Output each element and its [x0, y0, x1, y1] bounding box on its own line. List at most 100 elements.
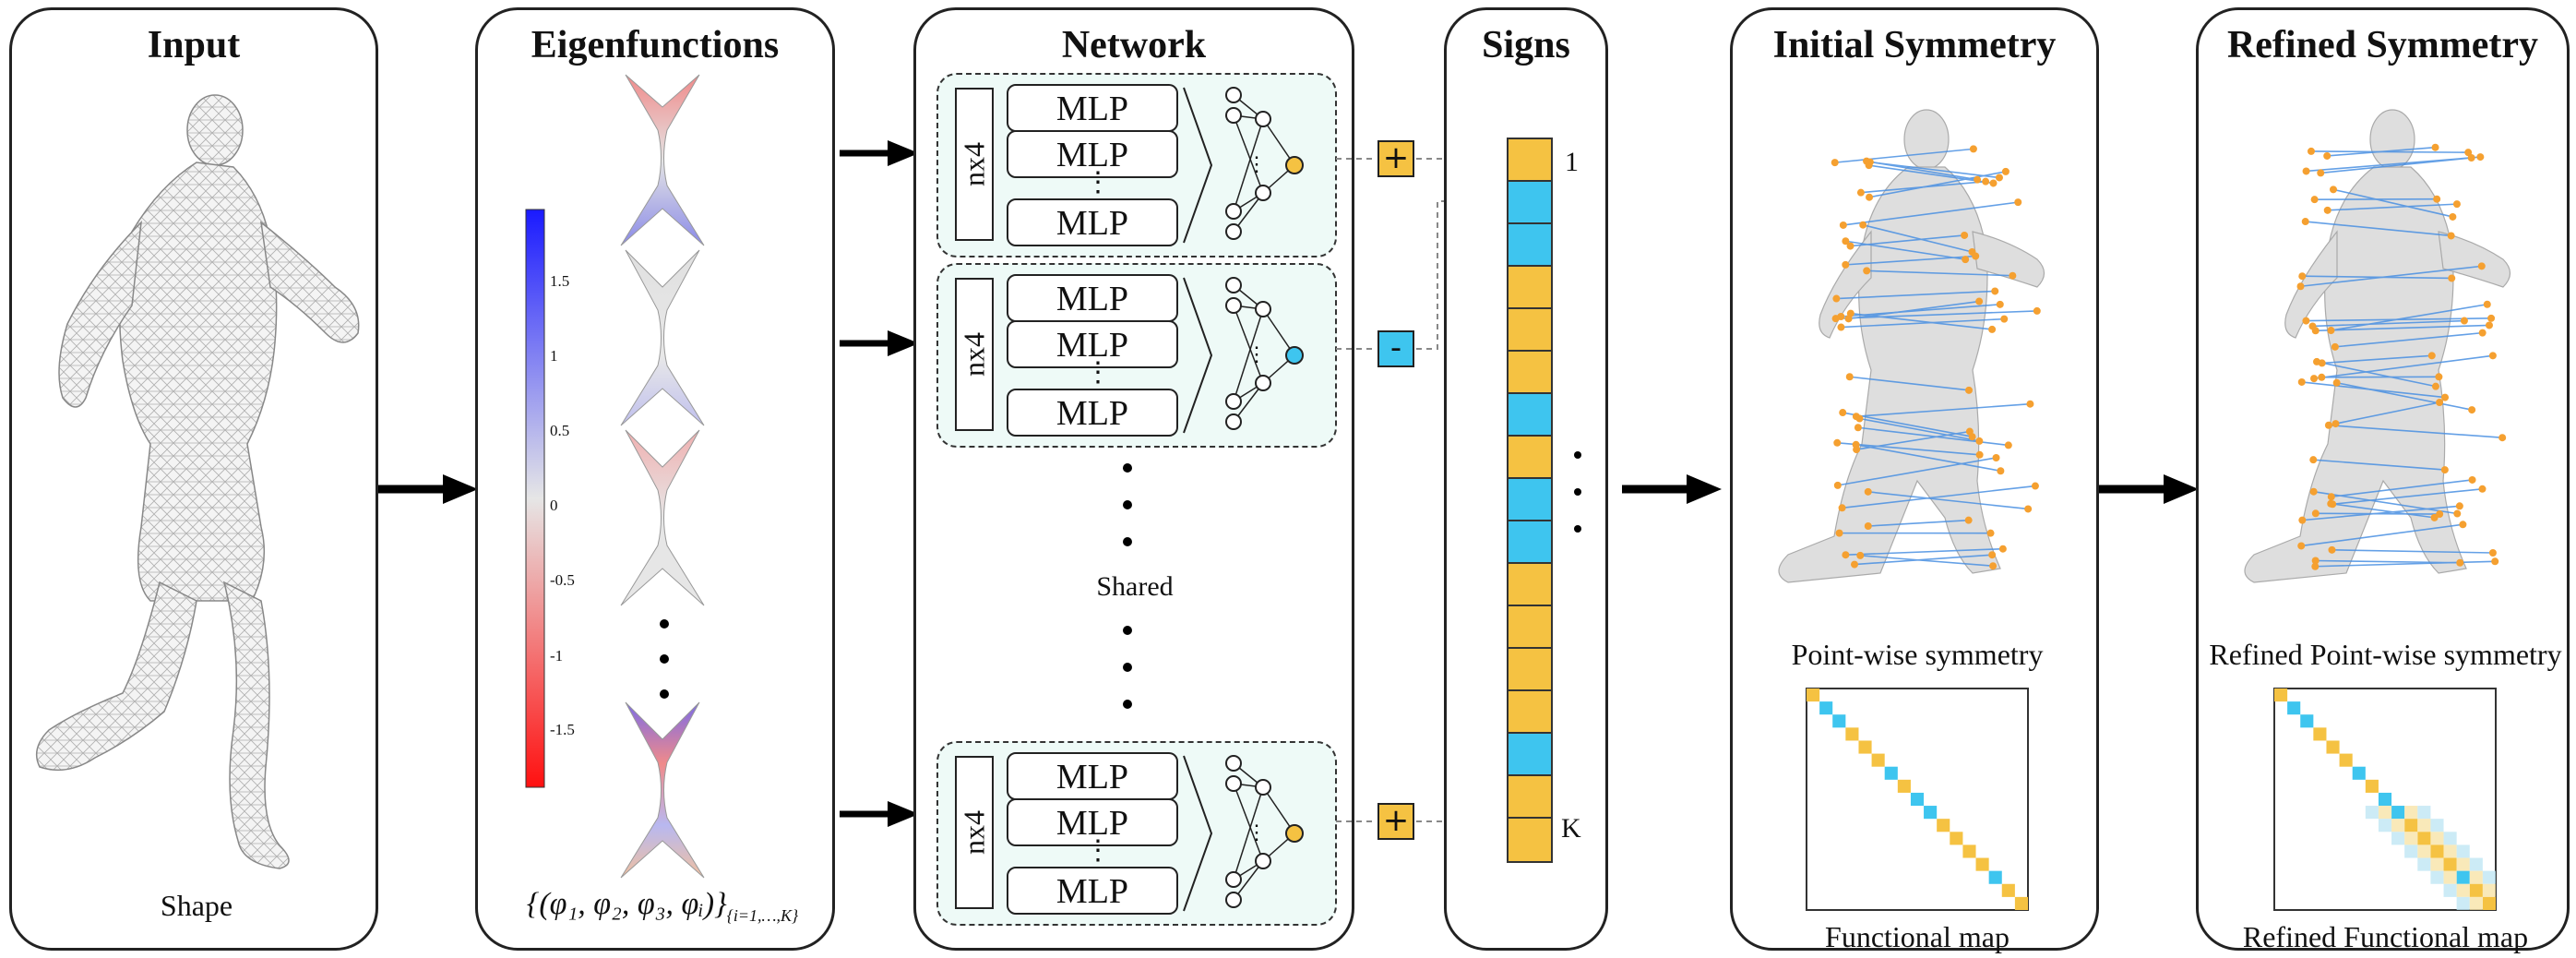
sign-cell [1509, 564, 1551, 606]
correspondence-line [1868, 164, 1994, 185]
network-panel: Network nx4 MLP MLP ⋮ MLP ⋮ [913, 7, 1354, 951]
keypoint [1856, 551, 1865, 559]
sign-cell [1509, 819, 1551, 861]
functional-map-cell [2456, 844, 2470, 858]
keypoint [2467, 153, 2475, 162]
keypoint [1866, 193, 1874, 201]
functional-map-cell [1832, 714, 1846, 728]
keypoint [1837, 323, 1845, 331]
functional-map-cell [2417, 806, 2431, 820]
keypoint [1965, 386, 1974, 394]
sign-cell [1509, 182, 1551, 224]
refined-pointwise-figure [2244, 109, 2511, 583]
keypoint [2317, 169, 2325, 177]
sign-cell [1509, 649, 1551, 691]
functional-map-cell [1962, 844, 1976, 858]
keypoint [1997, 467, 2005, 475]
keypoint [2323, 206, 2332, 214]
correspondence-line [1845, 240, 1966, 260]
correspondence-line [2305, 221, 2451, 237]
keypoint [2464, 149, 2473, 157]
human-mesh-figure [35, 94, 360, 869]
colorbar-tick-7: -1.5 [550, 721, 575, 738]
functional-map-cell [2391, 832, 2405, 845]
mlp-vdots: ⋮ [1084, 167, 1112, 198]
keypoint [2491, 557, 2499, 566]
keypoint [1995, 174, 2003, 182]
colorbar-tick-4: 0 [550, 497, 558, 514]
keypoint [1988, 325, 1997, 333]
sign-cell [1509, 776, 1551, 819]
keypoint [1992, 454, 2000, 462]
keypoint [1832, 294, 1841, 303]
keypoint [2324, 421, 2332, 429]
keypoint [1851, 560, 1859, 569]
functional-map-cell [1845, 727, 1859, 741]
keypoint [1996, 300, 2004, 308]
keypoint [1846, 242, 1854, 250]
keypoint [1969, 145, 1977, 153]
keypoint [2000, 315, 2009, 323]
keypoint [2310, 196, 2319, 204]
functional-map-cell [2300, 714, 2314, 728]
functional-map-cell [1819, 701, 1833, 715]
correspondence-line [1834, 148, 1974, 163]
functional-map-cell [2001, 883, 2015, 897]
sign-cell [1509, 267, 1551, 309]
functional-map-cell [2443, 883, 2457, 897]
eigen-formula-main: {(φ₁, φ₂, φ₃, φᵢ)} [526, 887, 727, 921]
correspondence-line [1866, 269, 2013, 277]
correspondence-line [2313, 459, 2445, 471]
functional-map-cell [1897, 779, 1911, 793]
functional-map-cell [2456, 883, 2470, 897]
functional-map-cell [2391, 819, 2405, 832]
keypoint [2298, 272, 2307, 281]
correspondence-line [2301, 381, 2446, 399]
keypoint [1838, 504, 1846, 512]
keypoint [1989, 179, 1998, 187]
functional-map-cell [2456, 896, 2470, 910]
keypoint [2488, 548, 2497, 557]
eigenfunction-shapes [620, 74, 705, 879]
keypoint [1975, 297, 1984, 305]
correspondence-line [2328, 424, 2503, 439]
correspondence-line [2331, 502, 2435, 519]
correspondence-line [2336, 381, 2473, 411]
output-neuron [1285, 156, 1304, 174]
sign-plus-box: + [1377, 140, 1414, 177]
sign-cell [1509, 437, 1551, 479]
keypoint [2487, 314, 2496, 322]
correspondence-line [1841, 317, 2005, 329]
mlp-chevron-icon [1183, 277, 1213, 434]
functional-map-cell [2430, 819, 2444, 832]
sign-cell [1509, 479, 1551, 521]
keypoint [2301, 218, 2309, 226]
correspondence-line [1845, 547, 2003, 557]
sign-minus-box: - [1377, 330, 1414, 367]
functional-map-cell [2404, 832, 2418, 845]
correspondence-line [2320, 157, 2472, 174]
arrow-eigen-to-network-2 [840, 330, 919, 356]
keypoint [2460, 317, 2468, 325]
correspondence-line [1867, 491, 2029, 510]
keypoint [2024, 505, 2033, 513]
functional-map-cell [2430, 832, 2444, 845]
functional-map-cell [2469, 857, 2483, 871]
keypoint [1964, 516, 1973, 524]
correspondence-line [1843, 201, 2019, 226]
signs-panel: Signs 1 K [1444, 7, 1608, 951]
functional-map-cell [2482, 896, 2496, 910]
keypoint [1842, 260, 1850, 269]
correspondence-line [1849, 376, 1970, 391]
colorbar-tick-6: -1 [550, 647, 564, 665]
eigen-formula: {(φ₁, φ₂, φ₃, φᵢ)}{i=1,…,K} [496, 887, 829, 926]
keypoint [2014, 198, 2022, 207]
keypoint [1863, 267, 1871, 275]
sign-cell [1509, 394, 1551, 437]
keypoint [2309, 456, 2318, 464]
correspondence-line [1857, 426, 2009, 447]
output-neuron [1285, 824, 1304, 843]
keypoint [2298, 516, 2307, 524]
keypoint [2329, 500, 2337, 509]
keypoint [2485, 321, 2493, 329]
